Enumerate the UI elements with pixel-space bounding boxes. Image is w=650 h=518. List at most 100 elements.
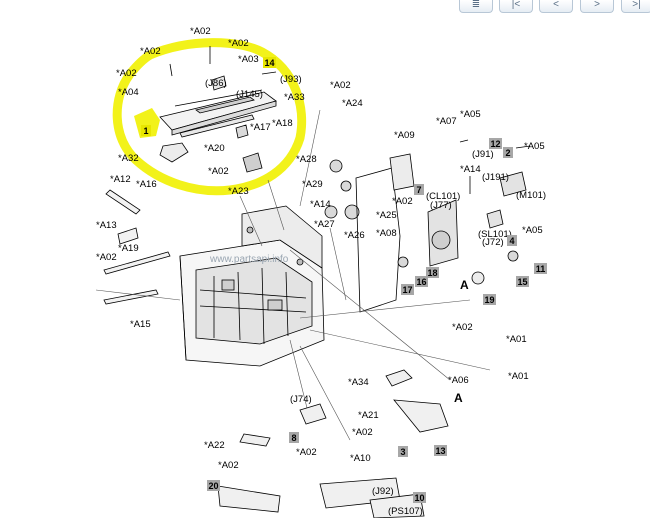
part-number-box <box>534 263 547 274</box>
contents-button[interactable]: ≣ <box>459 0 493 13</box>
callout-label: *A02 <box>208 166 229 177</box>
part-number-box <box>434 445 447 456</box>
part-number-label: 2 <box>505 148 510 158</box>
part-number-label: 3 <box>400 447 405 457</box>
part-number-label: 14 <box>264 58 274 68</box>
connector-label: (PS107) <box>388 506 423 517</box>
first-page-button[interactable]: |< <box>499 0 533 13</box>
part-number-label: 10 <box>414 493 424 503</box>
part-number-label: 7 <box>416 185 421 195</box>
watermark-text: www.partsapi.info <box>209 254 289 265</box>
callout-label: *A02 <box>96 252 117 263</box>
callout-label: *A02 <box>190 26 211 37</box>
connector-label: (J77) <box>430 200 452 211</box>
callout-label: *A05 <box>522 225 543 236</box>
callout-label: *A08 <box>376 228 397 239</box>
part-number-label: 4 <box>509 236 514 246</box>
callout-label: *A10 <box>350 453 371 464</box>
part-number-label: 16 <box>416 277 426 287</box>
callout-label: *A02 <box>218 460 239 471</box>
callout-label: *A21 <box>358 410 379 421</box>
callout-label: *A01 <box>506 334 527 345</box>
highlight-blob <box>134 108 160 138</box>
callout-label: *A05 <box>460 109 481 120</box>
callout-label: *A23 <box>228 186 249 197</box>
callout-label: *A02 <box>296 447 317 458</box>
callout-label: *A03 <box>238 54 259 65</box>
connector-label: (J74) <box>290 394 312 405</box>
callout-label: *A02 <box>392 196 413 207</box>
callout-label: *A17 <box>250 122 271 133</box>
connector-label: (CL101) <box>426 191 460 202</box>
callout-label: *A19 <box>118 243 139 254</box>
part-number-box <box>398 446 408 457</box>
part-number-label: 18 <box>427 268 437 278</box>
top-assembly <box>159 46 277 173</box>
callout-label: *A12 <box>110 174 131 185</box>
connector-label: (M101) <box>516 190 546 201</box>
callout-label: *A18 <box>272 118 293 129</box>
callout-label: *A09 <box>394 130 415 141</box>
callout-label: *A04 <box>118 87 139 98</box>
lower-parts <box>217 369 449 518</box>
callout-label: *A05 <box>524 141 545 152</box>
callout-label: *A02 <box>330 80 351 91</box>
prev-page-button[interactable]: < <box>539 0 573 13</box>
next-page-icon: > <box>594 0 600 10</box>
callout-label: *A16 <box>136 179 157 190</box>
connector-label: (J145) <box>236 89 263 100</box>
callout-label: *A02 <box>452 322 473 333</box>
part-number-label: 1 <box>143 126 148 136</box>
connector-label: (SL101) <box>478 229 512 240</box>
callout-label: *A14 <box>460 164 481 175</box>
callout-label: *A33 <box>284 92 305 103</box>
callout-label: *A07 <box>436 116 457 127</box>
callout-label: *A02 <box>140 46 161 57</box>
callout-layer: *A02*A02*A02*A03*A02*A04*A33*A02*A24*A17… <box>96 26 546 517</box>
part-number-box <box>263 57 276 68</box>
part-number-box <box>507 235 517 246</box>
part-number-box <box>289 432 299 443</box>
part-number-label: 19 <box>484 295 494 305</box>
part-number-label: 8 <box>291 433 296 443</box>
prev-page-icon: < <box>553 0 559 10</box>
first-page-icon: |< <box>511 0 521 10</box>
connector-label: (J93) <box>280 74 302 85</box>
part-number-box <box>503 147 513 158</box>
part-number-label: 20 <box>208 481 218 491</box>
last-page-button[interactable]: >| <box>621 0 650 13</box>
list-icon: ≣ <box>471 0 481 10</box>
next-page-button[interactable]: > <box>580 0 614 13</box>
part-number-box <box>414 184 424 195</box>
callout-label: *A28 <box>296 154 317 165</box>
part-number-box <box>207 480 220 491</box>
part-number-label: 17 <box>402 285 412 295</box>
callout-label: *A27 <box>314 219 335 230</box>
left-rails <box>103 189 171 305</box>
section-letter: A <box>460 278 469 292</box>
callout-label: *A13 <box>96 220 117 231</box>
callout-label: *A22 <box>204 440 225 451</box>
part-number-label: 15 <box>517 277 527 287</box>
last-page-icon: >| <box>632 0 641 10</box>
connector-label: (J86) <box>205 78 227 89</box>
callout-label: *A20 <box>204 143 225 154</box>
main-chassis <box>179 205 325 367</box>
callout-label: *A25 <box>376 210 397 221</box>
callout-label: *A15 <box>130 319 151 330</box>
callout-label: *A32 <box>118 153 139 164</box>
callout-label: *A24 <box>342 98 363 109</box>
callout-label: *A02 <box>116 68 137 79</box>
connector-label: (J92) <box>372 486 394 497</box>
part-number-box <box>413 492 426 503</box>
callout-label: *A14 <box>310 199 331 210</box>
callout-label: *A02 <box>228 38 249 49</box>
part-number-box <box>489 138 502 149</box>
part-number-box <box>401 284 414 295</box>
connector-label: (J72) <box>482 237 504 248</box>
part-number-box <box>516 276 529 287</box>
connector-label: (J191) <box>482 172 509 183</box>
